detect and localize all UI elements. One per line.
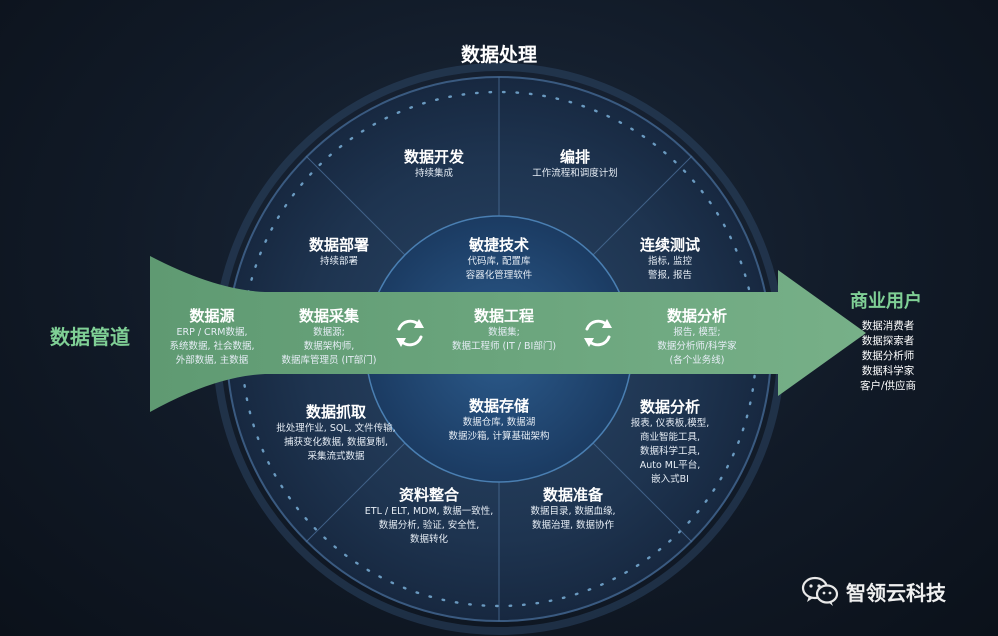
cycle-icon bbox=[396, 319, 424, 347]
segment-title: 数据抓取 bbox=[305, 403, 366, 421]
pipeline-arrow bbox=[150, 256, 866, 412]
center-desc: 容器化管理软件 bbox=[465, 270, 533, 281]
center-desc: 数据沙箱, 计算基础架构 bbox=[448, 431, 550, 442]
segment-title: 数据开发 bbox=[403, 148, 465, 166]
arrow-desc: 数据分析师/科学家 bbox=[657, 341, 737, 352]
center-data-storage: 数据存储 数据仓库, 数据湖 数据沙箱, 计算基础架构 bbox=[448, 396, 549, 444]
arrow-data-collection: 数据采集 数据源; 数据架构师, 数据库管理员 (IT部门) bbox=[281, 306, 376, 368]
segment-orchestration: 编排 工作流程和调度计划 bbox=[532, 147, 618, 181]
segment-title: 数据准备 bbox=[542, 486, 603, 504]
user-item: 客户/供应商 bbox=[859, 380, 917, 392]
segment-desc: 报表, 仪表板,模型, bbox=[630, 418, 710, 429]
segment-title: 资料整合 bbox=[398, 486, 459, 504]
watermark-text: 智领云科技 bbox=[846, 580, 946, 605]
segment-data-ingestion: 数据抓取 批处理作业, SQL, 文件传输, 捕获变化数据, 数据复制, 采集流… bbox=[276, 402, 395, 464]
segment-desc: 采集流式数据 bbox=[307, 451, 365, 462]
segment-desc: 持续部署 bbox=[319, 256, 359, 267]
segment-desc: ETL / ELT, MDM, 数据一致性, bbox=[364, 506, 494, 517]
business-users-title: 商业用户 bbox=[850, 291, 922, 312]
user-item: 数据科学家 bbox=[861, 365, 915, 377]
center-desc: 数据仓库, 数据湖 bbox=[462, 417, 536, 428]
arrow-data-analytics: 数据分析 报告, 模型; 数据分析师/科学家 (各个业务线) bbox=[657, 306, 736, 368]
arrow-desc: 数据库管理员 (IT部门) bbox=[281, 355, 377, 366]
arrow-desc: 数据源; bbox=[313, 327, 345, 338]
segment-desc: 工作流程和调度计划 bbox=[532, 168, 618, 179]
segment-title: 数据分析 bbox=[639, 398, 700, 416]
segment-data-development: 数据开发 持续集成 bbox=[404, 147, 464, 181]
center-desc: 代码库, 配置库 bbox=[467, 256, 531, 267]
arrow-desc: 外部数据, 主数据 bbox=[175, 355, 249, 366]
user-item: 数据探索者 bbox=[861, 335, 915, 347]
user-item: 数据分析师 bbox=[861, 350, 915, 362]
segment-desc: 数据转化 bbox=[409, 534, 448, 545]
segment-data-preparation: 数据准备 数据目录, 数据血缘, 数据治理, 数据协作 bbox=[530, 485, 615, 533]
center-title: 数据存储 bbox=[468, 397, 530, 415]
arrow-data-engineering: 数据工程 数据集; 数据工程师 (IT / BI部门) bbox=[452, 306, 556, 354]
arrow-desc: ERP / CRM数据, bbox=[176, 327, 248, 338]
segment-title: 编排 bbox=[559, 148, 591, 166]
arrow-title: 数据采集 bbox=[298, 307, 360, 325]
segment-title: 连续测试 bbox=[639, 236, 701, 254]
arrow-desc: 数据架构师, bbox=[303, 341, 355, 352]
business-users-list: 数据消费者 数据探索者 数据分析师 数据科学家 客户/供应商 bbox=[860, 319, 916, 394]
arrow-desc: 数据工程师 (IT / BI部门) bbox=[451, 341, 557, 352]
diagram-title: 数据处理 bbox=[460, 44, 538, 66]
arrow-title: 数据源 bbox=[189, 307, 235, 325]
segment-desc: 数据科学工具, bbox=[639, 446, 701, 457]
segment-data-deployment: 数据部署 持续部署 bbox=[309, 235, 369, 269]
segment-data-analytics-tools: 数据分析 报表, 仪表板,模型, 商业智能工具, 数据科学工具, Auto ML… bbox=[631, 397, 710, 487]
segment-continuous-testing: 连续测试 指标, 监控 警报, 报告 bbox=[640, 235, 700, 283]
arrow-title: 数据分析 bbox=[666, 307, 728, 325]
segment-data-integration: 资料整合 ETL / ELT, MDM, 数据一致性, 数据分析, 验证, 安全… bbox=[365, 485, 493, 547]
watermark: 智领云科技 bbox=[800, 575, 946, 607]
segment-desc: 数据治理, 数据协作 bbox=[531, 520, 615, 531]
segment-desc: Auto ML平台, bbox=[639, 460, 701, 471]
center-title: 敏捷技术 bbox=[468, 236, 530, 254]
pipeline-label: 数据管道 bbox=[50, 325, 130, 349]
center-agile-tech: 敏捷技术 代码库, 配置库 容器化管理软件 bbox=[466, 235, 533, 283]
arrow-desc: (各个业务线) bbox=[669, 355, 725, 366]
wechat-icon bbox=[801, 576, 839, 606]
segment-desc: 批处理作业, SQL, 文件传输, bbox=[276, 423, 396, 434]
arrow-desc: 系统数据, 社会数据, bbox=[169, 341, 255, 352]
segment-desc: 嵌入式BI bbox=[651, 474, 689, 485]
segment-desc: 持续集成 bbox=[414, 168, 454, 179]
segment-title: 数据部署 bbox=[308, 236, 370, 254]
arrow-desc: 数据集; bbox=[488, 327, 520, 338]
segment-desc: 指标, 监控 bbox=[647, 256, 693, 267]
segment-desc: 捕获变化数据, 数据复制, bbox=[283, 437, 389, 448]
segment-desc: 数据目录, 数据血缘, bbox=[530, 506, 616, 517]
segment-desc: 商业智能工具, bbox=[639, 432, 701, 443]
arrow-desc: 报告, 模型; bbox=[673, 327, 721, 338]
cycle-icon bbox=[584, 319, 612, 347]
segment-dividers bbox=[305, 77, 693, 621]
segment-desc: 警报, 报告 bbox=[647, 270, 693, 281]
arrow-data-source: 数据源 ERP / CRM数据, 系统数据, 社会数据, 外部数据, 主数据 bbox=[169, 306, 254, 368]
arrow-title: 数据工程 bbox=[473, 307, 535, 325]
user-item: 数据消费者 bbox=[861, 320, 915, 332]
segment-desc: 数据分析, 验证, 安全性, bbox=[378, 520, 480, 531]
